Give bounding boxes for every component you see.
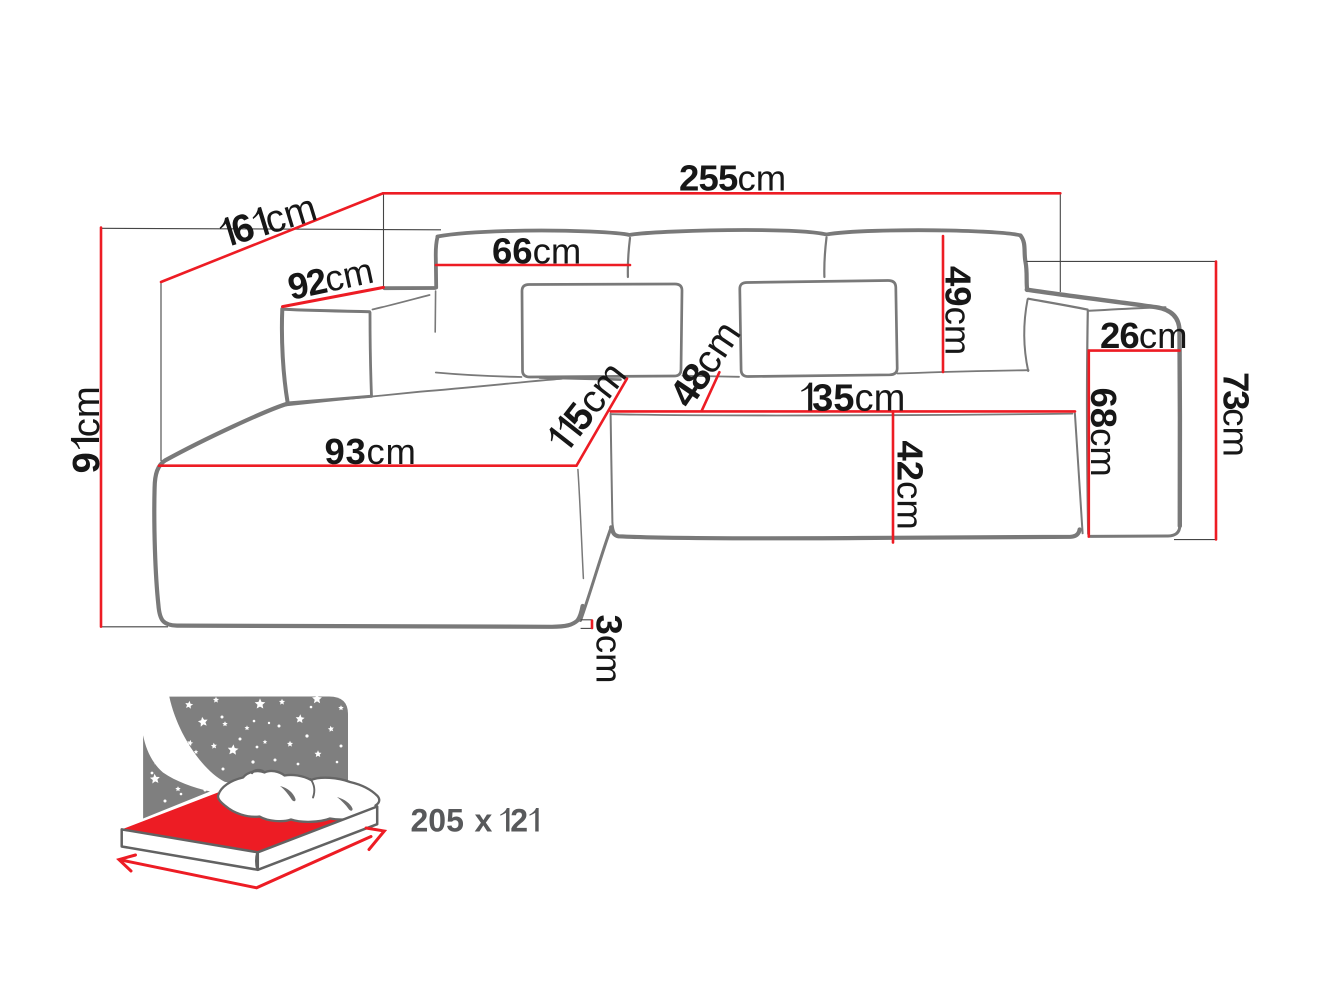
svg-text:68cm: 68cm bbox=[1083, 388, 1124, 477]
svg-text:35: 35 bbox=[812, 377, 854, 420]
svg-text:cm: cm bbox=[65, 386, 108, 437]
svg-text:49cm: 49cm bbox=[938, 266, 979, 355]
svg-text:92cm: 92cm bbox=[284, 250, 377, 308]
svg-text:26cm: 26cm bbox=[1100, 315, 1187, 356]
svg-text:205: 205 bbox=[411, 803, 464, 839]
svg-text:73cm: 73cm bbox=[1216, 372, 1257, 457]
svg-text:42cm: 42cm bbox=[890, 441, 931, 530]
svg-text:93cm: 93cm bbox=[325, 431, 417, 472]
svg-text:3cm: 3cm bbox=[589, 615, 630, 684]
svg-text:x: x bbox=[475, 803, 493, 839]
svg-text:66cm: 66cm bbox=[492, 231, 581, 272]
svg-text:2: 2 bbox=[510, 803, 528, 839]
svg-text:9: 9 bbox=[65, 452, 108, 473]
svg-text:cm: cm bbox=[855, 377, 906, 420]
svg-text:255cm: 255cm bbox=[679, 158, 786, 199]
